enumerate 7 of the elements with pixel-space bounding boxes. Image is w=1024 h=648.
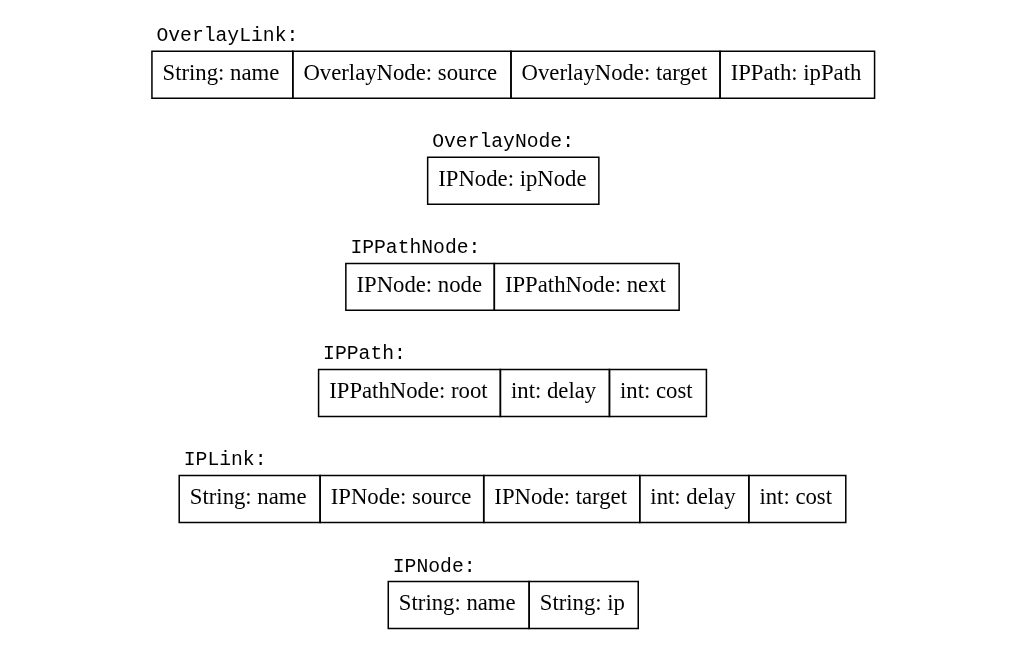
node-label: IPPath: — [322, 343, 406, 366]
node-label: OverlayNode: — [431, 131, 574, 154]
node-box: IPNode: ipNode — [426, 156, 600, 206]
node-label: OverlayLink: — [155, 25, 298, 48]
node-label: IPPathNode: — [349, 237, 480, 260]
node-label: IPLink: — [183, 449, 266, 472]
node-label: IPNode: — [392, 555, 476, 578]
